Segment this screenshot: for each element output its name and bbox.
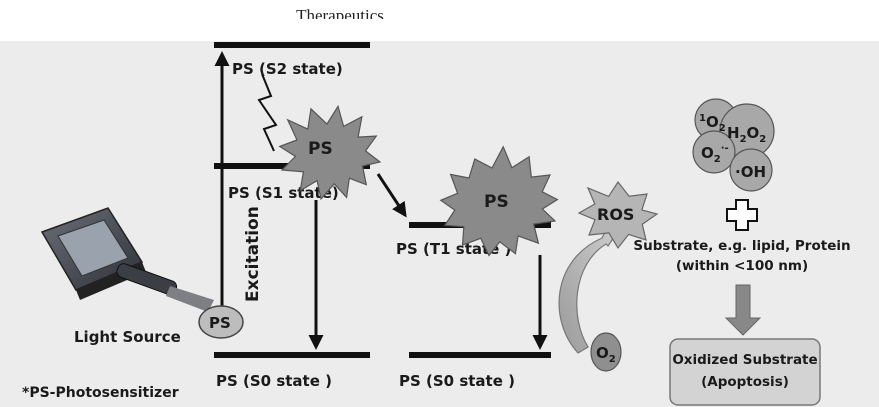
substrate-line-2: (within <100 nm) [676, 258, 808, 274]
internal-conversion-bolt [257, 73, 278, 152]
ros-species-cluster: 1O2 H2O2 O2·- ·OH [692, 98, 775, 192]
singlet-oxygen-label: 1O2 [699, 113, 726, 134]
ros-starburst: ROS [577, 180, 659, 250]
result-down-arrow [724, 284, 762, 336]
ps-ground-state: PS [198, 305, 244, 339]
excitation-label: Excitation [243, 206, 263, 302]
svg-text:O2: O2 [596, 344, 616, 365]
result-line-2: (Apoptosis) [701, 374, 789, 390]
substrate-line-1: Substrate, e.g. lipid, Protein [633, 238, 850, 254]
light-source-label: Light Source [74, 328, 181, 346]
oxidized-substrate-box [669, 338, 821, 406]
s2-state-label: PS (S2 state) [232, 60, 343, 78]
s0-right-state-label: PS (S0 state ) [399, 372, 515, 390]
result-line-1: Oxidized Substrate [672, 352, 817, 368]
superoxide-label: O2·- [701, 143, 729, 165]
oxygen-molecule: O2 [590, 332, 622, 372]
oxygen-symbol: O [596, 344, 609, 362]
ros-label: ROS [597, 205, 634, 224]
hydroxyl-label: ·OH [735, 163, 766, 181]
s2-level-bar [214, 42, 370, 48]
s0-left-level-bar [214, 352, 370, 358]
plus-sign [726, 199, 758, 231]
s0-right-level-bar [409, 352, 551, 358]
hydrogen-peroxide-label: H2O2 [727, 124, 766, 145]
light-source-device [40, 207, 214, 312]
s1-state-label: PS (S1 state) [228, 184, 339, 202]
ps-s1-starburst: PS [278, 104, 382, 201]
running-header: Therapeutics [296, 6, 384, 19]
photosensitizer-footnote: *PS-Photosensitizer [22, 385, 179, 401]
t1-state-label: PS (T1 state ) [396, 240, 511, 258]
isc-arrow [376, 173, 407, 218]
s0-left-state-label: PS (S0 state ) [216, 372, 332, 390]
ps-t1-starburst: PS [439, 145, 559, 257]
ps-t1-label: PS [484, 192, 509, 212]
ps-ground-label: PS [209, 314, 231, 332]
ps-s1-label: PS [308, 139, 333, 159]
oxygen-subscript: 2 [609, 354, 616, 365]
